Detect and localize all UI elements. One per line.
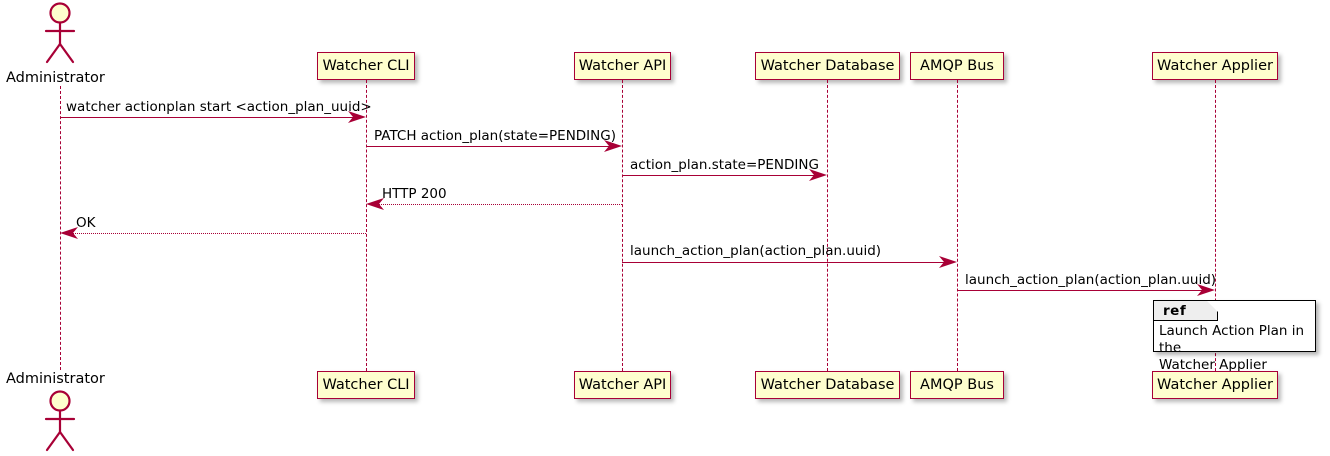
message-label-6: launch_action_plan(action_plan.uuid) bbox=[630, 243, 882, 259]
participant-box-amqp-bus-bottom[interactable]: AMQP Bus bbox=[910, 371, 1004, 399]
message-line-3 bbox=[622, 175, 819, 176]
message-line-6 bbox=[622, 262, 949, 263]
message-label-4: HTTP 200 bbox=[382, 186, 447, 202]
lifeline-watcher-applier bbox=[1215, 80, 1216, 371]
lifeline-administrator bbox=[60, 86, 61, 370]
actor-label-administrator-top: Administrator bbox=[6, 70, 105, 86]
message-arrowhead-7 bbox=[1197, 284, 1215, 296]
message-line-2 bbox=[366, 146, 614, 147]
ref-fragment-body: Launch Action Plan in the Watcher Applie… bbox=[1159, 323, 1305, 373]
message-line-7 bbox=[957, 290, 1207, 291]
message-label-2: PATCH action_plan(state=PENDING) bbox=[374, 128, 616, 144]
participant-box-watcher-database-top[interactable]: Watcher Database bbox=[755, 52, 900, 80]
message-line-5 bbox=[68, 233, 366, 234]
participant-box-watcher-applier-bottom[interactable]: Watcher Applier bbox=[1152, 371, 1278, 399]
message-arrowhead-5 bbox=[60, 227, 78, 239]
message-arrowhead-6 bbox=[939, 256, 957, 268]
participant-box-watcher-database-bottom[interactable]: Watcher Database bbox=[755, 371, 900, 399]
message-label-7: launch_action_plan(action_plan.uuid) bbox=[965, 272, 1217, 288]
actor-administrator-bottom bbox=[44, 390, 76, 452]
message-label-3: action_plan.state=PENDING bbox=[630, 157, 819, 173]
lifeline-amqp-bus bbox=[957, 80, 958, 371]
participant-box-amqp-bus-top[interactable]: AMQP Bus bbox=[910, 52, 1004, 80]
message-arrowhead-1 bbox=[348, 111, 366, 123]
participant-box-watcher-cli-top[interactable]: Watcher CLI bbox=[317, 52, 415, 80]
message-arrowhead-3 bbox=[809, 169, 827, 181]
message-label-1: watcher actionplan start <action_plan_uu… bbox=[66, 99, 372, 115]
message-label-5: OK bbox=[76, 215, 96, 231]
ref-fragment: ref Launch Action Plan in the Watcher Ap… bbox=[1153, 300, 1316, 373]
message-line-4 bbox=[374, 204, 622, 205]
message-arrowhead-2 bbox=[604, 140, 622, 152]
participant-box-watcher-applier-top[interactable]: Watcher Applier bbox=[1152, 52, 1278, 80]
message-arrowhead-4 bbox=[366, 198, 384, 210]
lifeline-watcher-api bbox=[622, 80, 623, 371]
lifeline-watcher-database bbox=[827, 80, 828, 371]
actor-administrator-top bbox=[44, 2, 76, 64]
message-line-1 bbox=[60, 117, 358, 118]
participant-box-watcher-api-bottom[interactable]: Watcher API bbox=[574, 371, 671, 399]
ref-fragment-tab-label: ref bbox=[1154, 301, 1218, 321]
actor-label-administrator-bottom: Administrator bbox=[6, 371, 105, 387]
participant-box-watcher-cli-bottom[interactable]: Watcher CLI bbox=[317, 371, 415, 399]
lifeline-watcher-cli bbox=[366, 80, 367, 371]
participant-box-watcher-api-top[interactable]: Watcher API bbox=[574, 52, 671, 80]
